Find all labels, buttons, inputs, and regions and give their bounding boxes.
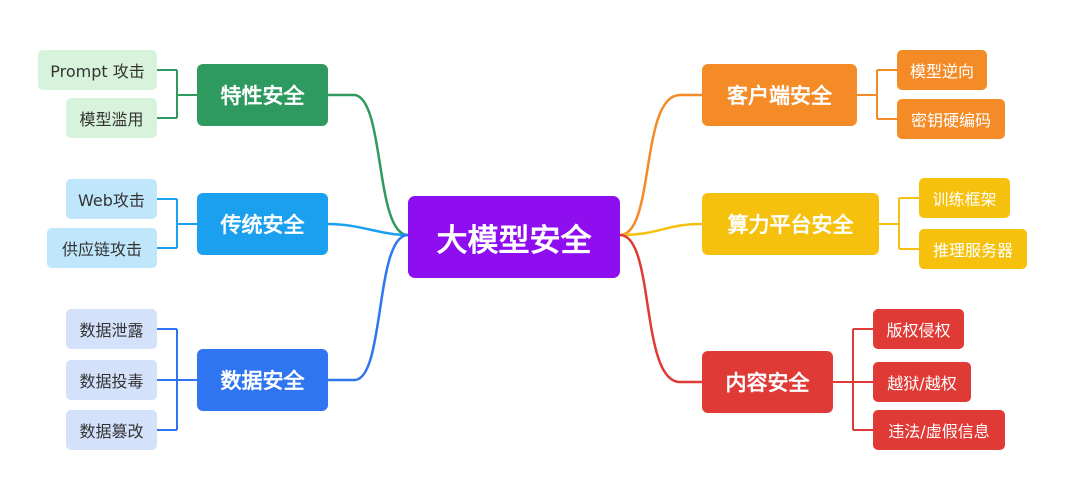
leaf-supply-chain-attack: 供应链攻击 <box>47 228 157 268</box>
leaf-jailbreak: 越狱/越权 <box>873 362 971 402</box>
branch-features: 特性安全 <box>197 64 328 126</box>
edge-center-client <box>619 93 702 237</box>
leaf-model-reverse: 模型逆向 <box>897 50 987 90</box>
branch-compute: 算力平台安全 <box>702 193 879 255</box>
edge-content-leaf <box>833 328 873 431</box>
edge-features-leaf <box>157 69 197 119</box>
leaf-copyright-infringement: 版权侵权 <box>873 309 964 349</box>
edge-client-leaf <box>857 69 897 120</box>
leaf-web-attack: Web攻击 <box>66 179 157 219</box>
edge-center-data <box>328 233 409 382</box>
branch-data: 数据安全 <box>197 349 328 411</box>
edge-traditional-leaf <box>157 198 197 249</box>
leaf-data-poisoning: 数据投毒 <box>66 360 157 400</box>
leaf-inference-server: 推理服务器 <box>919 229 1027 269</box>
edge-center-traditional <box>327 222 409 237</box>
leaf-model-abuse: 模型滥用 <box>66 98 157 138</box>
edge-center-content <box>619 233 702 384</box>
edge-compute-leaf <box>879 197 919 250</box>
edge-center-features <box>328 93 409 237</box>
leaf-hardcoded-keys: 密钥硬编码 <box>897 99 1005 139</box>
branch-content: 内容安全 <box>702 351 833 413</box>
leaf-illegal-false-info: 违法/虚假信息 <box>873 410 1005 450</box>
branch-client: 客户端安全 <box>702 64 857 126</box>
branch-traditional: 传统安全 <box>197 193 328 255</box>
leaf-training-framework: 训练框架 <box>919 178 1010 218</box>
leaf-prompt-attack: Prompt 攻击 <box>38 50 157 90</box>
center-topic: 大模型安全 <box>408 196 620 278</box>
edge-data-leaf <box>157 328 197 431</box>
edge-center-compute <box>619 222 703 237</box>
leaf-data-leak: 数据泄露 <box>66 309 157 349</box>
leaf-data-tampering: 数据篡改 <box>66 410 157 450</box>
